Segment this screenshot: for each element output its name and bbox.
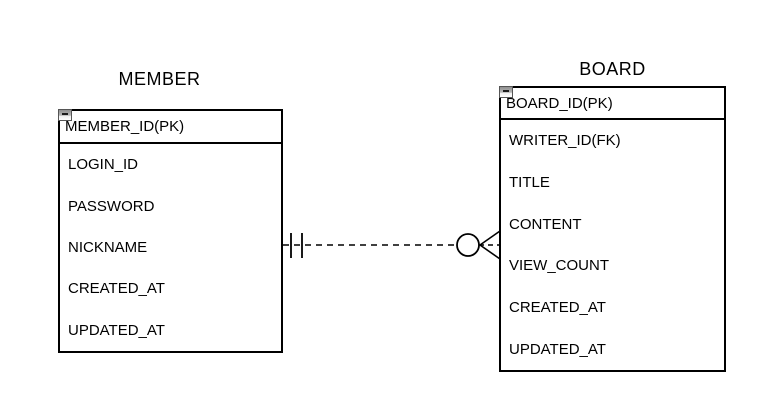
member-attr-password: PASSWORD (68, 197, 155, 215)
entity-board-header-row: BOARD_ID(PK) (499, 86, 724, 120)
collapse-minus-icon[interactable] (58, 109, 72, 121)
entity-member-header-row: MEMBER_ID(PK) (58, 109, 281, 144)
board-attr-updated-at: UPDATED_AT (509, 340, 606, 358)
crow-foot-lower-prong (479, 244, 501, 260)
board-attr-title: TITLE (509, 174, 550, 191)
member-attr-created-at: CREATED_AT (68, 280, 165, 298)
entity-member-rows: LOGIN_ID PASSWORD NICKNAME CREATED_AT UP… (60, 144, 281, 351)
board-attr-created-at: CREATED_AT (509, 299, 606, 317)
board-pk-label: BOARD_ID(PK) (506, 94, 613, 112)
entity-member[interactable]: MEMBER_ID(PK) LOGIN_ID PASSWORD NICKNAME… (58, 109, 283, 353)
member-attr-nickname: NICKNAME (68, 239, 148, 257)
member-attr-updated-at: UPDATED_AT (68, 321, 165, 339)
cardinality-zero-circle (456, 233, 480, 257)
entity-board-rows: WRITER_ID(FK) TITLE CONTENT VIEW_COUNT C… (501, 120, 724, 370)
board-attr-content: CONTENT (509, 215, 582, 233)
member-attr-login-id: LOGIN_ID (68, 156, 139, 174)
entity-title-board: BOARD (579, 59, 646, 79)
minus-glyph (503, 90, 509, 92)
board-attr-writer-id: WRITER_ID(FK) (509, 132, 621, 150)
collapse-minus-icon[interactable] (499, 86, 513, 98)
entity-board[interactable]: BOARD_ID(PK) WRITER_ID(FK) TITLE CONTENT… (499, 86, 726, 372)
board-attr-view-count: VIEW_COUNT (509, 257, 610, 275)
crow-foot-upper-prong (479, 230, 501, 246)
member-pk-label: MEMBER_ID(PK) (65, 118, 185, 135)
entity-title-member: MEMBER (118, 69, 201, 89)
minus-glyph (62, 113, 68, 115)
